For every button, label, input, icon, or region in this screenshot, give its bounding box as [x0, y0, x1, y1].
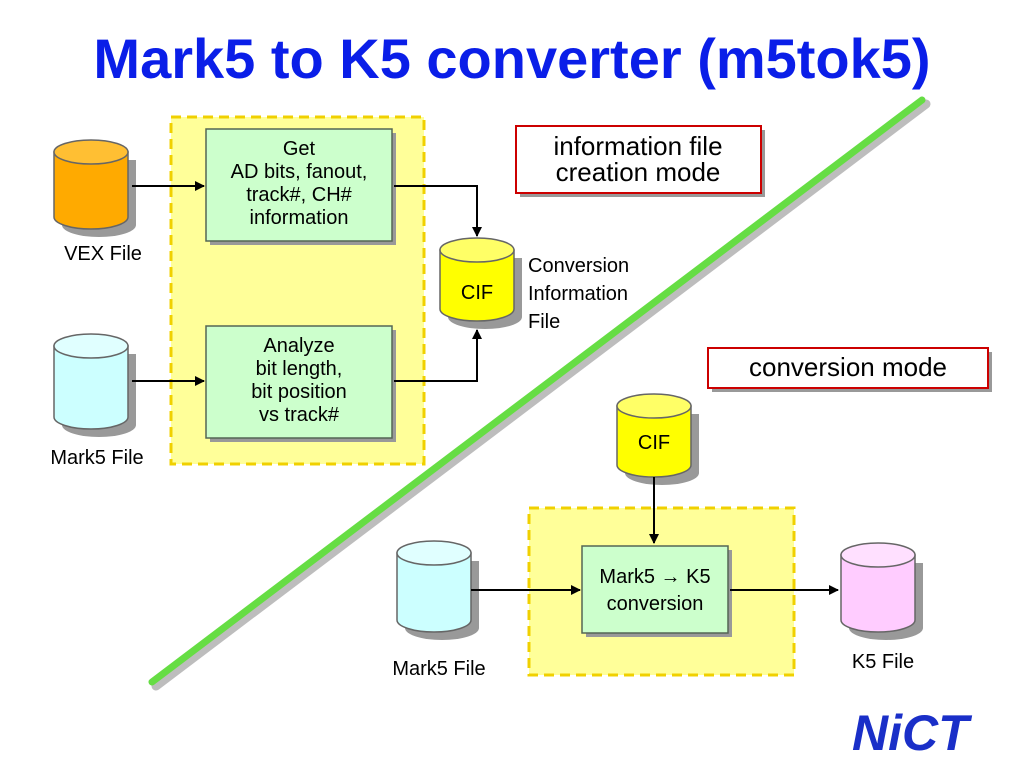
page-title: Mark5 to K5 converter (m5tok5) — [93, 27, 930, 90]
cif-caption-line-3: File — [528, 311, 560, 333]
cif-conversion-label: CIF — [638, 432, 670, 454]
get-box-line-1: Get — [283, 138, 316, 160]
cif-caption-line-1: Conversion — [528, 255, 629, 277]
arrow-get-to-cif — [394, 185, 482, 237]
mark5-file-label: Mark5 File — [50, 447, 143, 469]
divider-line — [148, 96, 926, 686]
analyze-box-line-1: Analyze — [263, 335, 334, 357]
analyze-box-line-2: bit length, — [256, 358, 343, 380]
cif-cylinder-info — [439, 237, 522, 329]
cif-info-label: CIF — [461, 282, 493, 304]
convert-box-line-1: Mark5 → K5 — [599, 566, 710, 588]
k5-file-cylinder — [840, 542, 923, 640]
mark5-file-conversion-label: Mark5 File — [392, 658, 485, 680]
info-mode-label-line-2: creation mode — [556, 157, 721, 187]
conversion-mode-label: conversion mode — [749, 352, 947, 382]
analyze-box-line-4: vs track# — [259, 404, 340, 426]
info-mode-label-line-1: information file — [553, 131, 722, 161]
convert-box-line-2: conversion — [607, 593, 704, 615]
mark5-file-cylinder-conversion — [396, 540, 479, 640]
nict-logo: NiCT — [852, 705, 973, 761]
vex-file-cylinder — [53, 139, 136, 237]
analyze-box — [205, 325, 393, 439]
k5-file-label: K5 File — [852, 651, 914, 673]
conversion-mode-label-box — [707, 347, 989, 389]
vex-file-label: VEX File — [64, 243, 142, 265]
analyze-box-line-3: bit position — [251, 381, 347, 403]
info-mode-label-box — [515, 125, 762, 194]
get-box-line-2: AD bits, fanout, — [231, 161, 368, 183]
mark5-file-cylinder — [53, 333, 136, 437]
convert-box — [581, 545, 729, 634]
get-box-line-3: track#, CH# — [246, 184, 352, 206]
get-box-line-4: information — [250, 207, 349, 229]
arrow-analyze-to-cif — [394, 329, 482, 382]
get-info-box — [205, 128, 393, 242]
divider-line-shadow — [151, 99, 931, 691]
cif-caption-line-2: Information — [528, 283, 628, 305]
cif-cylinder-conversion — [616, 393, 699, 485]
